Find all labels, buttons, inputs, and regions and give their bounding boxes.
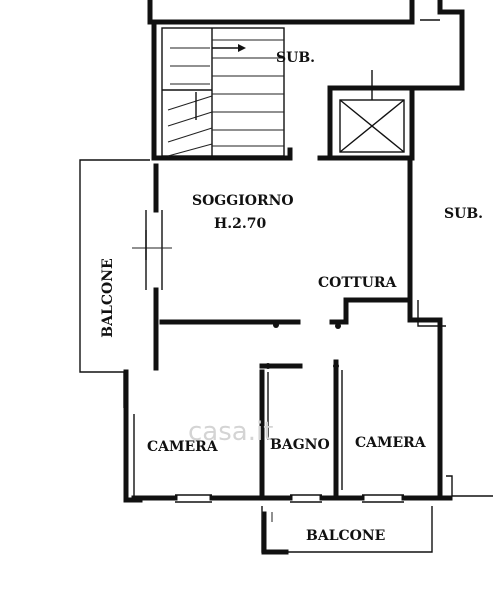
label-camera-left: CAMERA — [147, 439, 219, 455]
bottom-balcony — [261, 506, 433, 555]
staircase — [161, 27, 285, 157]
label-soggiorno-height: H.2.70 — [214, 216, 266, 232]
label-soggiorno: SOGGIORNO — [192, 193, 294, 209]
label-sub-top: SUB. — [276, 50, 315, 66]
label-sub-right: SUB. — [444, 206, 483, 222]
upper-structure — [147, 0, 465, 161]
interior-walls — [159, 297, 413, 501]
label-balcone-left: BALCONE — [100, 258, 116, 337]
stair-arrow-icon — [238, 44, 246, 52]
label-camera-right: CAMERA — [355, 435, 427, 451]
elevator-shaft — [327, 70, 415, 161]
living-room-walls — [132, 147, 446, 501]
label-bagno: BAGNO — [270, 437, 330, 453]
label-cottura: COTTURA — [318, 275, 398, 291]
right-edge — [437, 475, 493, 501]
bottom-walls — [131, 494, 445, 503]
label-balcone-bottom: BALCONE — [306, 528, 385, 544]
watermark-text: casa.it — [188, 417, 273, 447]
